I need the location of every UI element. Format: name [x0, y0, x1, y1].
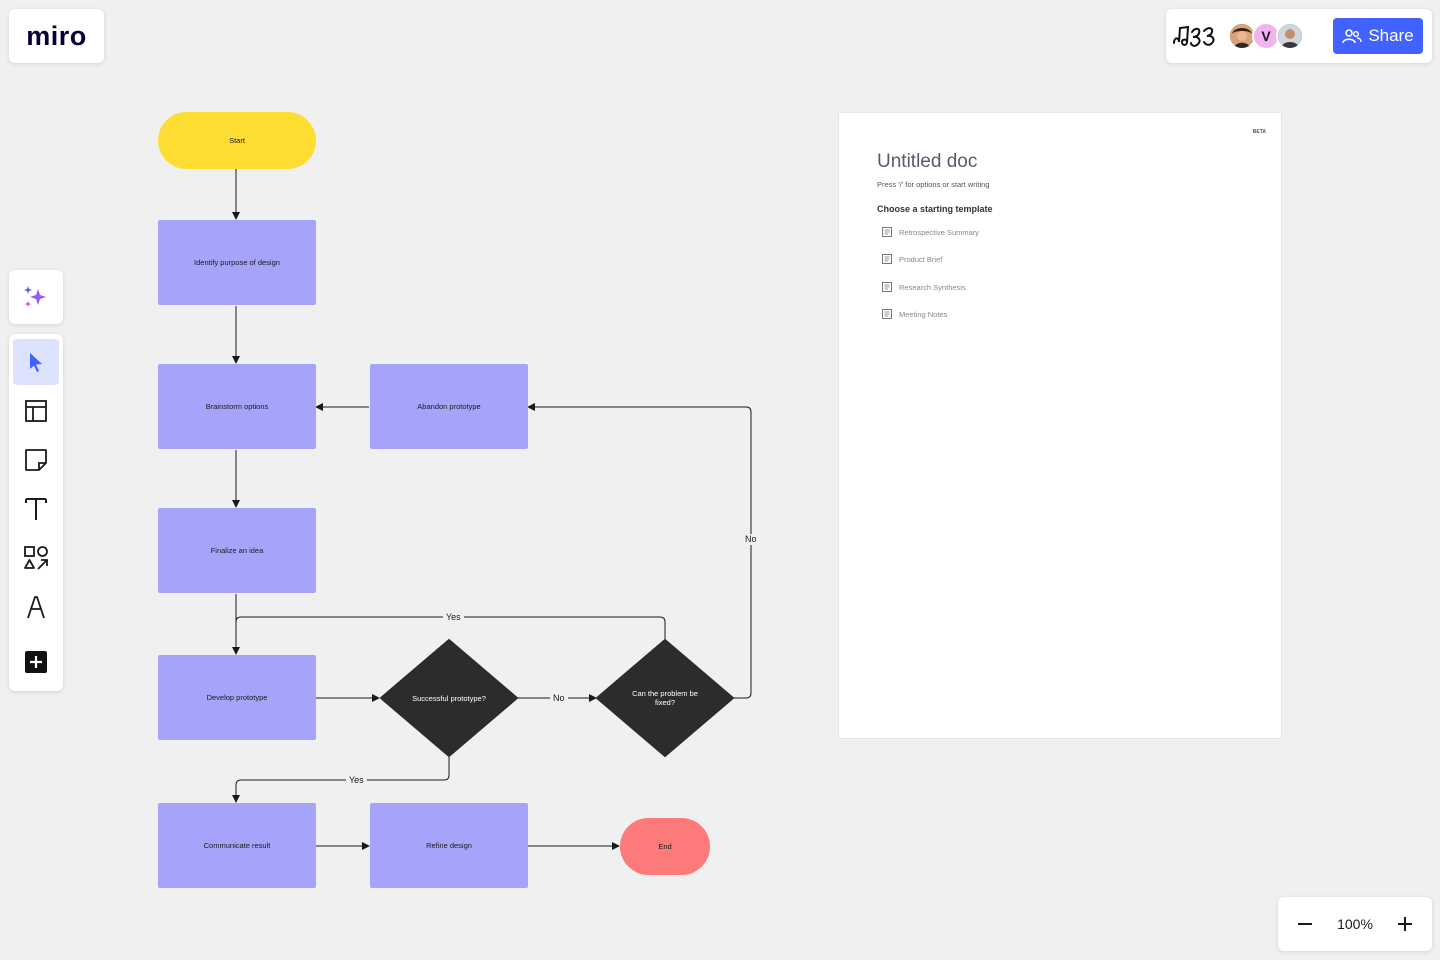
avatar-1[interactable] — [1228, 22, 1256, 50]
layout-icon — [25, 400, 47, 422]
board-scribble-icon[interactable] — [1166, 9, 1226, 63]
node-label: End — [658, 842, 672, 851]
miro-logo: miro — [26, 20, 87, 51]
doc-hint: Press '/' for options or start writing — [877, 180, 990, 189]
sparkles-icon — [24, 286, 46, 307]
node-finalize[interactable]: Finalize an idea — [158, 508, 316, 593]
avatar-2[interactable]: V — [1252, 22, 1280, 50]
node-develop[interactable]: Develop prototype — [158, 655, 316, 740]
zoom-out-button[interactable] — [1292, 911, 1318, 937]
plus-icon — [1398, 917, 1412, 931]
avatar-initial: V — [1261, 28, 1271, 44]
template-heading: Choose a starting template — [877, 204, 993, 214]
cursor-icon — [30, 353, 42, 372]
edge-label-yes-bottom: Yes — [346, 775, 367, 786]
logo-container[interactable]: miro — [9, 9, 104, 63]
tool-sticky-note[interactable] — [13, 437, 59, 483]
zoom-level[interactable]: 100% — [1337, 916, 1373, 932]
connector-fixable-no[interactable] — [527, 403, 752, 699]
creation-toolbar — [9, 334, 63, 691]
tool-more[interactable] — [13, 639, 59, 685]
node-communicate[interactable]: Communicate result — [158, 803, 316, 888]
node-label: Develop prototype — [206, 693, 268, 702]
connector-successful-yes[interactable] — [232, 757, 450, 803]
collaborator-avatars[interactable]: V — [1228, 19, 1308, 53]
node-abandon[interactable]: Abandon prototype — [370, 364, 528, 449]
template-option-retrospective[interactable]: Retrospective Summary — [882, 226, 979, 238]
template-option-product-brief[interactable]: Product Brief — [882, 253, 942, 265]
node-label: Start — [229, 136, 245, 145]
document-icon — [882, 282, 892, 292]
tool-pen[interactable] — [13, 584, 59, 630]
decision-successful-label: Successful prototype? — [412, 693, 486, 703]
doc-title[interactable]: Untitled doc — [877, 151, 978, 172]
user-photo-icon — [1230, 24, 1254, 48]
plus-icon — [25, 651, 47, 673]
node-start[interactable]: Start — [158, 112, 316, 169]
node-label: Abandon prototype — [417, 402, 481, 411]
tool-select[interactable] — [13, 339, 59, 385]
edge-label-no-right: No — [742, 534, 760, 545]
decision-fixable-label: Can the problem be fixed? — [632, 689, 698, 707]
node-label: Brainstorm options — [205, 402, 269, 411]
decision-fixable-shape[interactable] — [596, 639, 734, 757]
avatar-3[interactable] — [1276, 22, 1304, 50]
template-label: Meeting Notes — [899, 309, 948, 319]
doc-widget[interactable]: BETA Untitled doc Press '/' for options … — [838, 112, 1282, 739]
template-label: Retrospective Summary — [899, 227, 980, 237]
node-identify-purpose[interactable]: Identify purpose of design — [158, 220, 316, 305]
node-label: Refine design — [426, 841, 472, 850]
template-option-research-synthesis[interactable]: Research Synthesis — [882, 281, 966, 293]
tool-templates[interactable] — [13, 388, 59, 434]
edge-label-yes-top: Yes — [443, 612, 464, 623]
tool-shapes[interactable] — [13, 535, 59, 581]
template-option-meeting-notes[interactable]: Meeting Notes — [882, 308, 947, 320]
text-icon — [25, 498, 47, 520]
template-label: Product Brief — [899, 254, 943, 264]
ai-assistant-button[interactable] — [9, 270, 63, 324]
minus-icon — [1298, 923, 1312, 925]
share-label: Share — [1368, 26, 1414, 45]
document-icon — [882, 309, 892, 319]
zoom-in-button[interactable] — [1392, 911, 1418, 937]
node-label: Finalize an idea — [210, 546, 264, 555]
users-icon — [1342, 29, 1363, 44]
document-icon — [882, 254, 892, 264]
tool-text[interactable] — [13, 486, 59, 532]
node-refine[interactable]: Refine design — [370, 803, 528, 888]
beta-badge: BETA — [1252, 129, 1266, 135]
node-end[interactable]: End — [620, 818, 710, 875]
top-right-toolbar: V Share — [1166, 9, 1432, 63]
share-button[interactable]: Share — [1333, 18, 1423, 54]
user-photo-icon — [1278, 24, 1302, 48]
template-label: Research Synthesis — [899, 282, 966, 292]
shapes-icon — [24, 546, 48, 570]
decision-successful-shape[interactable] — [380, 639, 518, 757]
edge-label-no-middle: No — [550, 693, 568, 704]
zoom-control: 100% — [1278, 897, 1432, 951]
connector-fixable-yes[interactable] — [235, 616, 666, 640]
node-label: Communicate result — [203, 841, 271, 850]
sticky-note-icon — [25, 449, 47, 471]
pen-icon — [27, 596, 45, 619]
node-label: Identify purpose of design — [194, 258, 280, 267]
document-icon — [882, 227, 892, 237]
node-brainstorm[interactable]: Brainstorm options — [158, 364, 316, 449]
